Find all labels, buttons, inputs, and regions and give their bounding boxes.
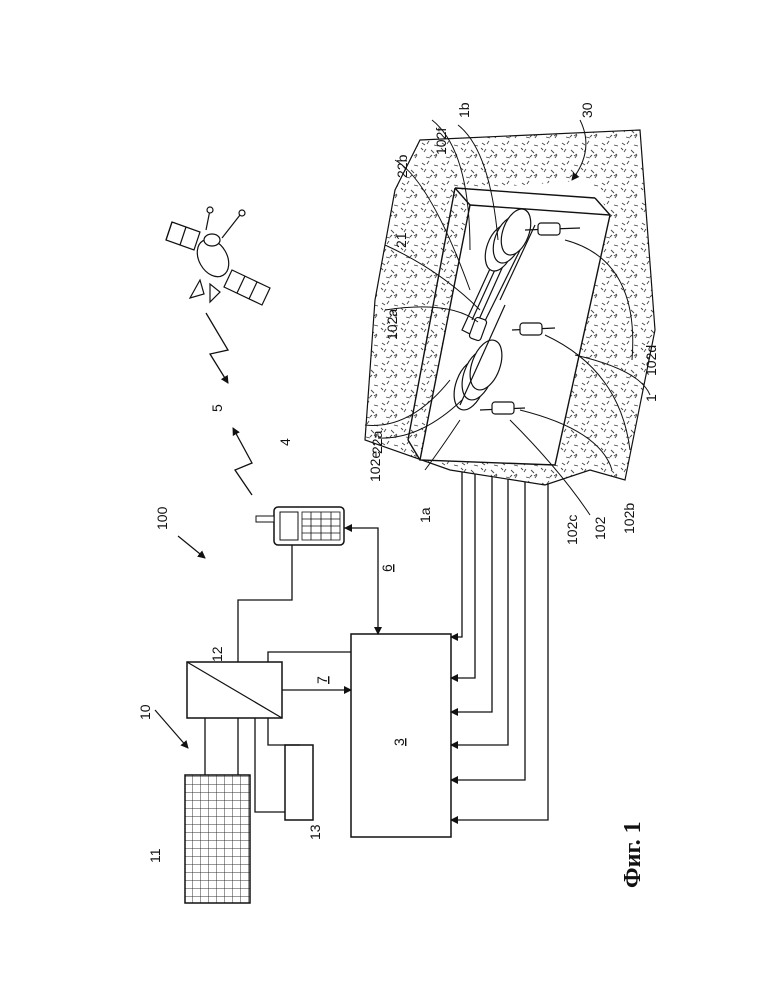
label-1b: 1b [456,102,472,118]
label-3: 3 [391,738,407,746]
satellite-icon [166,207,270,305]
label-1: 1 [643,394,659,402]
label-100: 100 [154,506,170,530]
arrow-10 [155,710,188,748]
label-102c: 102c [564,515,580,545]
arrow-100 [178,536,205,558]
label-22b: 22b [394,154,410,178]
label-12: 12 [209,646,225,662]
figure-caption: Фиг. 1 [620,821,646,888]
label-21: 21 [393,232,409,248]
link-arrow-6 [344,524,378,634]
label-102: 102 [592,516,608,540]
label-1a: 1a [417,507,433,523]
control-unit-box [351,634,451,837]
solar-panel [185,775,250,903]
label-11: 11 [147,848,163,863]
battery-box [285,745,313,820]
label-13: 13 [307,824,323,840]
wireless-link [206,313,252,495]
label-22a: 22a [369,430,385,454]
label-102e: 102e [367,451,383,482]
label-102b: 102b [621,503,637,534]
label-102f: 102f [433,128,449,155]
mobile-device [256,507,344,545]
label-4: 4 [277,438,293,446]
label-6: 6 [379,564,395,572]
label-30: 30 [579,102,595,118]
label-102d: 102d [643,345,659,376]
converter-box [187,662,282,718]
label-7: 7 [314,676,330,684]
label-10: 10 [137,704,153,720]
label-102a: 102a [384,309,400,340]
label-5: 5 [209,404,225,412]
